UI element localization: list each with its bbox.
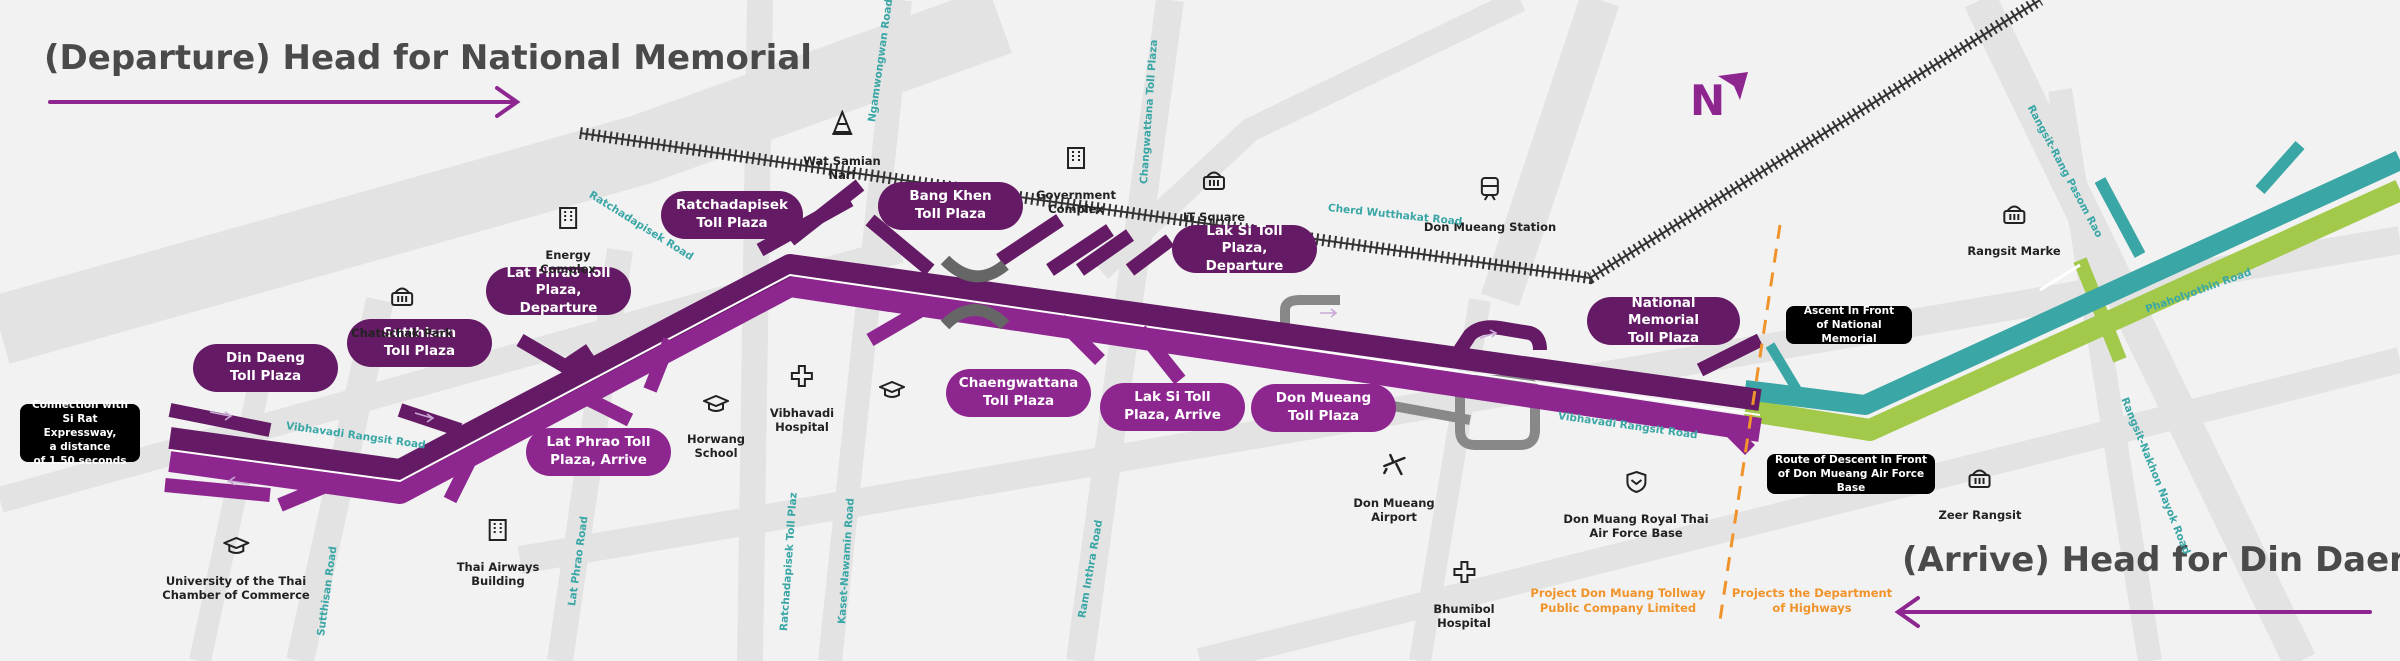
building-icon	[1067, 147, 1085, 170]
plaza-din-daeng[interactable]: Din Daeng Toll Plaza	[193, 344, 338, 392]
arrive-arrow	[1894, 596, 2372, 628]
shield-icon	[1626, 471, 1646, 494]
shopping-basket-icon	[1969, 469, 1991, 489]
hospital-cross-icon	[791, 365, 813, 388]
building-icon	[559, 207, 577, 230]
landmark-vibhavadi-hospital: Vibhavadi Hospital	[770, 350, 834, 435]
landmark-wat-samian-nari: Wat Samian Nari	[803, 96, 881, 183]
plaza-national-memorial[interactable]: National Memorial Toll Plaza	[1587, 295, 1740, 346]
landmark-don-mueang-airport: Don Mueang Airport	[1353, 438, 1435, 525]
departure-arrow	[48, 86, 521, 118]
plaza-lat-phrao-arrive[interactable]: Lat Phrao Toll Plaza, Arrive	[526, 428, 671, 476]
landmark-rangsit-marke: Rangsit Marke	[1967, 188, 2061, 258]
landmark-air-force-base: Don Muang Royal Thai Air Force Base	[1563, 456, 1709, 541]
landmark-bhumibol-hospital: Bhumibol Hospital	[1433, 546, 1495, 631]
arrive-lane	[168, 273, 1762, 504]
landmark-energy-complex: Energy Complex	[540, 192, 596, 277]
plaza-don-mueang[interactable]: Don Mueang Toll Plaza	[1251, 384, 1396, 432]
ramps	[164, 179, 1764, 512]
shopping-basket-icon	[391, 287, 413, 307]
landmark-it-square: IT Square	[1183, 154, 1245, 224]
shopping-basket-icon	[1203, 171, 1225, 191]
landmark-government-complex: Government Complex	[1036, 132, 1116, 217]
airplane-icon	[1382, 454, 1406, 476]
landmark-don-mueang-station: Don Mueang Station	[1424, 162, 1556, 234]
plaza-bang-khen[interactable]: Bang Khen Toll Plaza	[878, 182, 1023, 230]
org-department-highways: Projects the Department of Highways	[1731, 586, 1893, 615]
school-cap-icon	[222, 537, 249, 555]
plaza-sutthisan[interactable]: Sutthisan Toll Plaza	[347, 319, 492, 367]
landmark-zeer-rangsit: Zeer Rangsit	[1939, 452, 2021, 522]
north-arrow-icon	[1718, 72, 1748, 100]
landmark-chatuchak-park: Chatuchak Park	[351, 270, 453, 340]
landmark-thai-airways-building: Thai Airways Building	[457, 504, 539, 589]
green-lane	[1743, 179, 2400, 441]
plaza-lat-phrao-departure[interactable]: Lat Phrao Toll Plaza, Departure	[486, 265, 631, 316]
hospital-cross-icon	[1452, 561, 1475, 584]
ascent-box: Ascent In Front of National Memorial	[1786, 305, 1912, 345]
lane-arrows	[209, 308, 1498, 486]
landmark-school-near-vibhavadi	[879, 366, 905, 418]
school-cap-icon	[879, 381, 905, 399]
plaza-ratchadapisek[interactable]: Ratchadapisek Toll Plaza	[661, 191, 803, 239]
plaza-lak-si-departure[interactable]: Lak Si Toll Plaza, Departure	[1172, 223, 1317, 274]
teal-lane	[1743, 150, 2400, 415]
shopping-basket-icon	[2003, 205, 2025, 225]
temple-icon	[831, 110, 852, 136]
orange-divider	[1718, 224, 1782, 621]
grey-interchange	[940, 255, 1010, 330]
connection-box: Connection with Si Rat Expressway, a dis…	[20, 399, 140, 467]
plaza-lak-si-arrive[interactable]: Lak Si Toll Plaza, Arrive	[1100, 383, 1245, 431]
org-don-muang-tollway: Project Don Muang Tollway Public Company…	[1530, 586, 1706, 615]
descent-box: Route of Descent In Front of Don Mueang …	[1767, 454, 1935, 494]
train-icon	[1480, 177, 1499, 201]
landmark-university-thai-chamber: University of the Thai Chamber of Commer…	[162, 522, 310, 603]
landmark-horwang-school: Horwang School	[687, 380, 745, 461]
school-cap-icon	[703, 395, 729, 413]
plaza-chaengwattana[interactable]: Chaengwattana Toll Plaza	[946, 369, 1091, 417]
north-indicator: N	[1690, 76, 1726, 125]
departure-lane	[168, 254, 1762, 481]
arrive-heading: (Arrive) Head for Din Daeng	[1902, 540, 2400, 580]
departure-heading: (Departure) Head for National Memorial	[44, 38, 812, 78]
building-icon	[489, 519, 507, 542]
